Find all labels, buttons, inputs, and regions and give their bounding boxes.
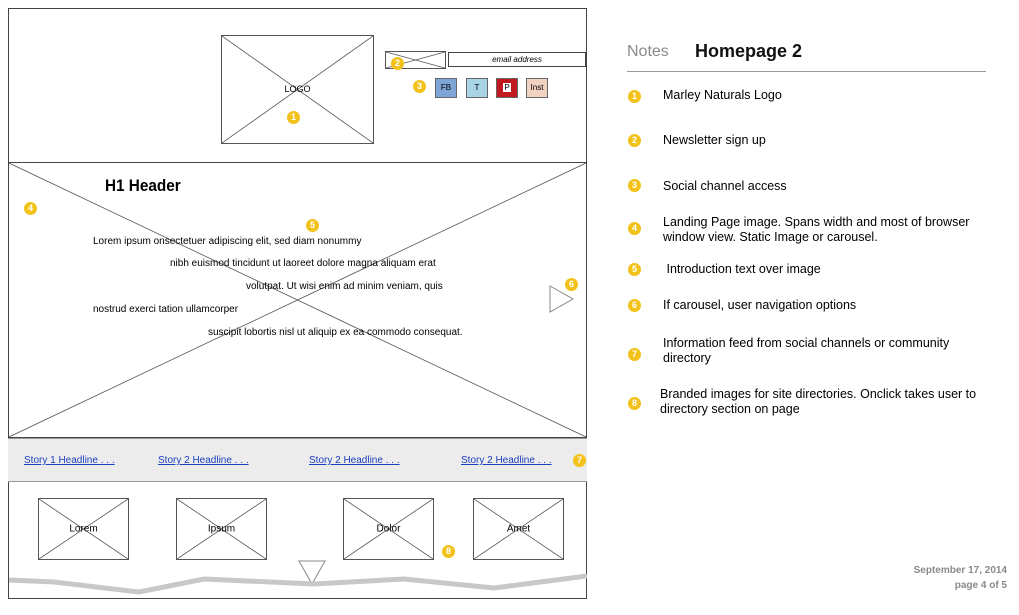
logo-label: LOGO	[284, 83, 311, 94]
carousel-next-arrow-icon[interactable]	[549, 285, 575, 313]
notes-page-title: Homepage 2	[695, 41, 803, 61]
pinterest-icon[interactable]: P	[496, 78, 518, 98]
directory-label: Dolor	[376, 523, 401, 535]
newsletter-image-placeholder	[385, 51, 446, 69]
logo-placeholder[interactable]: LOGO	[221, 35, 374, 144]
directory-label: Ipsum	[207, 523, 236, 535]
story-link[interactable]: Story 2 Headline . . .	[158, 455, 249, 466]
callout-badge-1: 1	[287, 111, 300, 124]
callout-badge-5: 5	[306, 219, 319, 232]
note-text-5: Introduction text over image	[663, 262, 821, 276]
directory-tile[interactable]: Dolor	[343, 498, 434, 560]
note-text-1: Marley Naturals Logo	[663, 88, 782, 102]
footer-page-number: page 4 of 5	[954, 580, 1007, 591]
directory-tile[interactable]: Lorem	[38, 498, 129, 560]
note-badge-3: 3	[628, 179, 641, 192]
hero-text-line: Lorem ipsum onsectetuer adipiscing elit,…	[93, 236, 362, 247]
story-link[interactable]: Story 1 Headline . . .	[24, 455, 115, 466]
directory-label: Amet	[506, 523, 531, 535]
story-link[interactable]: Story 2 Headline . . .	[461, 455, 552, 466]
twitter-icon[interactable]: T	[466, 78, 488, 98]
note-badge-2: 2	[628, 134, 641, 147]
hero-h1: H1 Header	[105, 176, 181, 195]
note-badge-1: 1	[628, 90, 641, 103]
hero-image-placeholder[interactable]	[8, 162, 587, 438]
notes-divider	[627, 71, 986, 72]
story-link[interactable]: Story 2 Headline . . .	[309, 455, 400, 466]
note-badge-4: 4	[628, 222, 641, 235]
directory-tile[interactable]: Amet	[473, 498, 564, 560]
note-badge-6: 6	[628, 299, 641, 312]
directory-tile[interactable]: Ipsum	[176, 498, 267, 560]
facebook-icon[interactable]: FB	[435, 78, 457, 98]
note-badge-7: 7	[628, 348, 641, 361]
email-placeholder: email address	[492, 55, 542, 64]
scroll-down-arrow-icon[interactable]	[298, 560, 326, 586]
story-feed-strip	[8, 438, 587, 482]
footer-date: September 17, 2014	[913, 565, 1007, 576]
note-text-2: Newsletter sign up	[663, 133, 766, 147]
note-text-7: Information feed from social channels or…	[663, 336, 950, 365]
notes-label: Notes	[627, 43, 669, 60]
callout-badge-6: 6	[565, 278, 578, 291]
instagram-icon[interactable]: Inst	[526, 78, 548, 98]
note-badge-5: 5	[628, 263, 641, 276]
callout-badge-2: 2	[391, 57, 404, 70]
note-text-8: Branded images for site directories. Onc…	[660, 387, 977, 416]
hero-text-line: suscipit lobortis nisl ut aliquip ex ea …	[208, 327, 463, 338]
note-badge-8: 8	[628, 397, 641, 410]
callout-badge-3: 3	[413, 80, 426, 93]
email-field[interactable]: email address	[448, 52, 586, 67]
note-text-6: If carousel, user navigation options	[663, 298, 857, 312]
hero-text-line: volutpat. Ut wisi enim ad minim veniam, …	[246, 281, 443, 292]
callout-badge-8: 8	[442, 545, 455, 558]
callout-badge-4: 4	[24, 202, 37, 215]
page-fold-zigzag	[9, 573, 587, 595]
hero-text-line: nostrud exerci tation ullamcorper	[93, 304, 239, 315]
note-text-4: Landing Page image. Spans width and most…	[663, 215, 970, 244]
directory-label: Lorem	[69, 523, 98, 535]
hero-text-line: nibh euismod tincidunt ut laoreet dolore…	[170, 258, 436, 269]
note-text-3: Social channel access	[663, 179, 787, 193]
callout-badge-7: 7	[573, 454, 586, 467]
